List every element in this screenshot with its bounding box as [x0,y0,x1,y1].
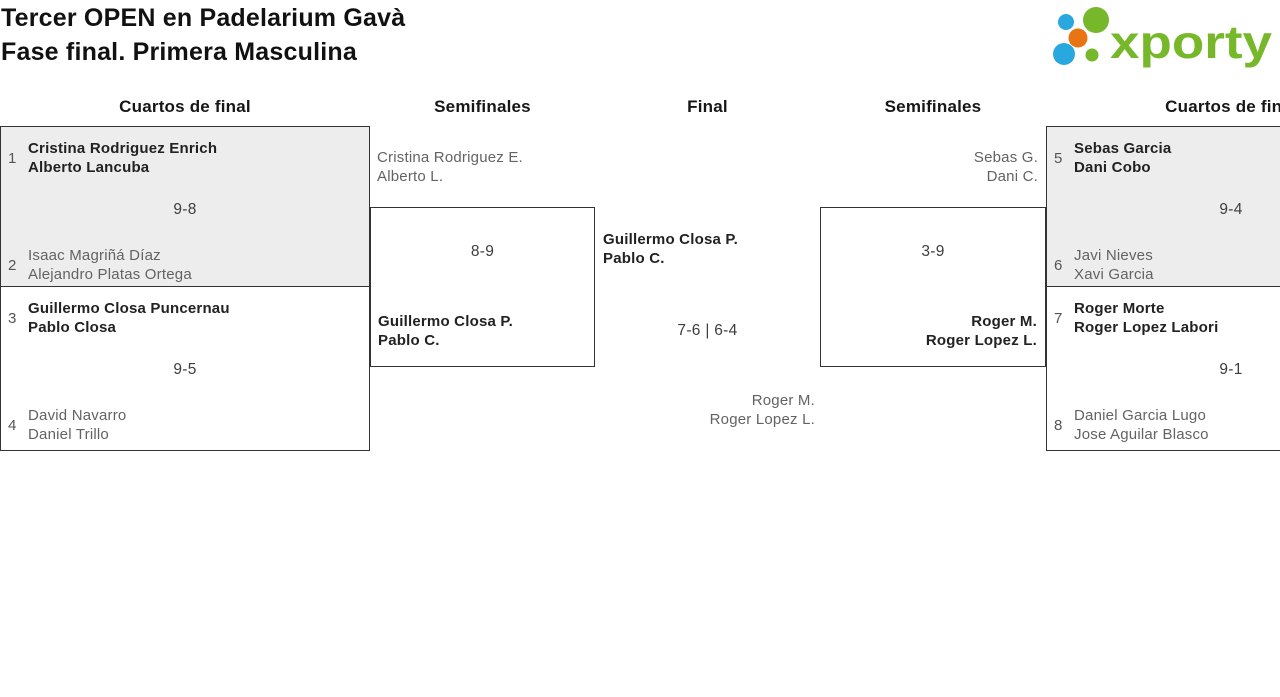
player-name: Cristina Rodriguez Enrich [28,140,218,157]
column-header-final: Final [687,97,728,116]
player-name: Pablo C. [378,332,440,349]
team-names-winner: Roger M. Roger Lopez L. [829,312,1037,350]
match-box-sf-right[interactable]: 3-9 Roger M. Roger Lopez L. [820,207,1046,367]
seed-number: 2 [8,256,17,274]
player-name: Sebas Garcia [1074,140,1172,157]
tournament-name: Tercer OPEN en Padelarium Gavà [1,4,406,32]
seed-number: 8 [1054,416,1063,434]
xporty-logo-icon: xporty [1053,7,1272,68]
seed-number: 7 [1054,309,1063,327]
team-names-winner: Roger Morte Roger Lopez Labori [1074,299,1218,337]
team-row: 3 Guillermo Closa Puncernau Pablo Closa [8,299,361,337]
match-score: 9-8 [173,201,197,218]
logo-dot-green-small [1085,48,1099,62]
team-row: 1 Cristina Rodriguez Enrich Alberto Lanc… [8,139,361,177]
team-row: 5 Sebas Garcia Dani Cobo [1054,139,1280,177]
team-row: 4 David Navarro Daniel Trillo [8,406,361,444]
sf-left-top-team: Cristina Rodriguez E. Alberto L. [377,148,523,186]
team-row: 7 Roger Morte Roger Lopez Labori [1054,299,1280,337]
column-header-quarterfinals-right: Cuartos de final [1165,97,1280,116]
player-name: Daniel Trillo [28,426,109,443]
column-header-quarterfinals-left: Cuartos de final [119,97,251,116]
player-name: Daniel Garcia Lugo [1074,407,1207,424]
player-name: Alberto Lancuba [28,159,150,176]
logo-dot-green-large [1083,7,1109,33]
team-names-loser: David Navarro Daniel Trillo [28,406,126,444]
player-name: Pablo C. [603,250,665,267]
match-box-qf4[interactable]: 7 Roger Morte Roger Lopez Labori 9-1 8 D… [1046,286,1280,451]
final-top-team: Guillermo Closa P. Pablo C. [603,230,738,268]
player-name: Cristina Rodriguez E. [377,149,523,166]
match-score: 9-4 [1219,201,1243,218]
match-score: 8-9 [470,243,495,260]
match-box-qf2[interactable]: 3 Guillermo Closa Puncernau Pablo Closa … [0,286,370,451]
final-score: 7-6 | 6-4 [677,322,738,339]
player-name: Javi Nieves [1074,247,1153,264]
player-name: Roger Lopez Labori [1074,319,1219,336]
match-box-qf3[interactable]: 5 Sebas Garcia Dani Cobo 9-4 6 Javi Niev… [1046,126,1280,287]
seed-number: 5 [1054,149,1063,167]
player-name: Sebas G. [973,149,1038,166]
team-names-loser: Isaac Magriñá Díaz Alejandro Platas Orte… [28,246,192,284]
player-name: David Navarro [28,407,127,424]
phase-name: Fase final. Primera Masculina [1,38,357,66]
seed-number: 3 [8,309,17,327]
player-name: Jose Aguilar Blasco [1074,426,1209,443]
team-names-loser: Javi Nieves Xavi Garcia [1074,246,1154,284]
seed-number: 4 [8,416,17,434]
player-name: Roger Morte [1074,300,1165,317]
player-name: Pablo Closa [28,319,117,336]
sf-right-top-team: Sebas G. Dani C. [820,148,1038,186]
player-name: Guillermo Closa P. [603,231,739,248]
team-names-winner: Sebas Garcia Dani Cobo [1074,139,1171,177]
match-box-qf1[interactable]: 1 Cristina Rodriguez Enrich Alberto Lanc… [0,126,370,287]
player-name: Guillermo Closa P. [378,313,514,330]
player-name: Alejandro Platas Ortega [28,266,192,283]
player-name: Isaac Magriñá Díaz [28,247,161,264]
logo-dot-blue-large [1053,43,1075,65]
player-name: Dani C. [986,168,1038,185]
player-name: Roger Lopez L. [925,332,1037,349]
seed-number: 6 [1054,256,1063,274]
player-name: Xavi Garcia [1074,266,1154,283]
player-name: Guillermo Closa Puncernau [28,300,230,317]
final-bottom-team: Roger M. Roger Lopez L. [595,391,815,429]
team-names-winner: Guillermo Closa P. Pablo C. [378,312,513,350]
team-row: 6 Javi Nieves Xavi Garcia [1054,246,1280,284]
team-row: 8 Daniel Garcia Lugo Jose Aguilar Blasco [1054,406,1280,444]
team-names-loser: Daniel Garcia Lugo Jose Aguilar Blasco [1074,406,1209,444]
player-name: Roger Lopez L. [709,411,815,428]
logo-dot-orange [1068,28,1088,48]
logo-wordmark: xporty [1110,16,1272,68]
player-name: Roger M. [971,313,1037,330]
match-score: 3-9 [921,243,945,260]
team-names-winner: Guillermo Closa Puncernau Pablo Closa [28,299,230,337]
logo-dot-blue-small [1058,14,1074,30]
player-name: Dani Cobo [1074,159,1151,176]
column-header-semifinals-left: Semifinales [434,97,531,116]
match-box-sf-left[interactable]: 8-9 Guillermo Closa P. Pablo C. [370,207,595,367]
xporty-logo[interactable]: xporty [1048,4,1276,70]
match-score: 9-5 [173,361,197,378]
seed-number: 1 [8,149,17,167]
team-names-winner: Cristina Rodriguez Enrich Alberto Lancub… [28,139,217,177]
team-row: 2 Isaac Magriñá Díaz Alejandro Platas Or… [8,246,361,284]
player-name: Alberto L. [377,168,444,185]
player-name: Roger M. [751,392,815,409]
column-header-semifinals-right: Semifinales [884,97,982,116]
page-title: Tercer OPEN en Padelarium Gavà Fase fina… [1,1,405,69]
match-score: 9-1 [1219,361,1243,378]
